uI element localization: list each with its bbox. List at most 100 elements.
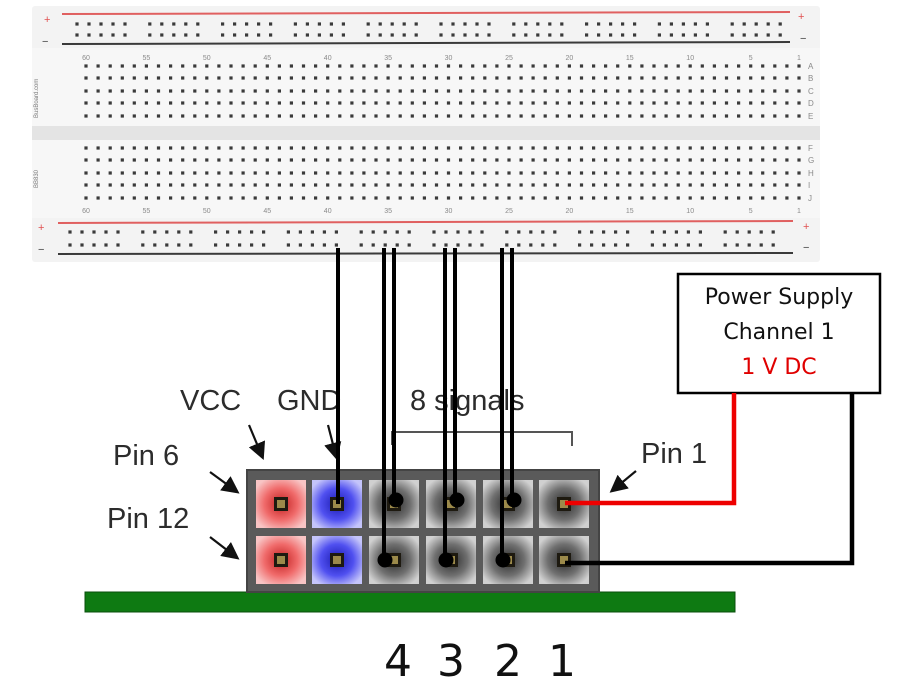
breadboard-hole-F50[interactable] <box>205 146 209 150</box>
breadboard-hole-J21[interactable] <box>555 196 559 200</box>
breadboard-hole-H45[interactable] <box>265 171 269 175</box>
rail-hole[interactable] <box>602 243 606 247</box>
rail-hole[interactable] <box>578 243 582 247</box>
breadboard-hole-B21[interactable] <box>555 76 559 80</box>
breadboard-hole-C7[interactable] <box>724 89 729 93</box>
breadboard-hole-A40[interactable] <box>326 64 330 68</box>
breadboard-hole-A29[interactable] <box>459 64 463 68</box>
breadboard-hole-B30[interactable] <box>446 76 451 80</box>
breadboard-hole-J41[interactable] <box>314 196 318 200</box>
breadboard-hole-G55[interactable] <box>144 158 148 162</box>
breadboard-hole-C52[interactable] <box>181 89 185 93</box>
rail-hole[interactable] <box>111 22 115 26</box>
breadboard-hole-F51[interactable] <box>193 146 197 150</box>
breadboard-hole-I21[interactable] <box>555 183 559 187</box>
breadboard-hole-C15[interactable] <box>628 89 632 93</box>
breadboard-hole-I8[interactable] <box>712 183 716 187</box>
breadboard-hole-E5[interactable] <box>749 114 753 118</box>
breadboard-hole-D20[interactable] <box>567 101 571 105</box>
breadboard-hole-D49[interactable] <box>217 101 221 105</box>
breadboard-hole-E24[interactable] <box>519 114 523 118</box>
breadboard-hole-C50[interactable] <box>205 89 209 93</box>
breadboard-hole-C51[interactable] <box>193 89 197 93</box>
breadboard-hole-J16[interactable] <box>616 196 620 200</box>
breadboard-hole-I50[interactable] <box>205 183 209 187</box>
breadboard-hole-D1[interactable] <box>797 101 801 105</box>
breadboard-hole-J48[interactable] <box>229 196 233 200</box>
breadboard-hole-I16[interactable] <box>616 183 620 187</box>
breadboard-hole-J18[interactable] <box>592 196 596 200</box>
breadboard-hole-F35[interactable] <box>386 146 390 150</box>
rail-hole[interactable] <box>541 243 545 247</box>
breadboard-hole-C11[interactable] <box>676 89 680 93</box>
breadboard-hole-J1[interactable] <box>797 196 801 200</box>
rail-hole[interactable] <box>585 33 589 37</box>
breadboard-hole-D47[interactable] <box>241 101 245 105</box>
rail-hole[interactable] <box>341 22 345 26</box>
breadboard-hole-E32[interactable] <box>422 114 426 118</box>
breadboard-hole-A49[interactable] <box>217 64 221 68</box>
breadboard-hole-J35[interactable] <box>386 196 390 200</box>
breadboard-hole-C36[interactable] <box>374 89 378 93</box>
breadboard-hole-E13[interactable] <box>652 114 656 118</box>
breadboard-hole-F28[interactable] <box>471 146 475 150</box>
rail-hole[interactable] <box>390 33 394 37</box>
breadboard-hole-D42[interactable] <box>301 101 306 105</box>
breadboard-hole-I51[interactable] <box>193 183 197 187</box>
breadboard-hole-J23[interactable] <box>531 196 535 200</box>
breadboard-hole-C34[interactable] <box>398 89 402 93</box>
rail-hole[interactable] <box>116 230 120 234</box>
breadboard-hole-J6[interactable] <box>737 196 741 200</box>
breadboard-hole-G47[interactable] <box>241 158 245 162</box>
breadboard-hole-C58[interactable] <box>108 89 112 93</box>
breadboard-hole-J53[interactable] <box>169 196 173 200</box>
breadboard-hole-I46[interactable] <box>253 183 257 187</box>
breadboard-hole-J31[interactable] <box>434 196 439 200</box>
breadboard-hole-H6[interactable] <box>737 171 741 175</box>
breadboard-hole-F4[interactable] <box>761 146 765 150</box>
breadboard-hole-A30[interactable] <box>446 64 451 68</box>
breadboard-hole-H57[interactable] <box>120 171 124 175</box>
breadboard-hole-H58[interactable] <box>108 171 112 175</box>
rail-hole[interactable] <box>597 33 601 37</box>
rail-hole[interactable] <box>669 33 673 37</box>
rail-hole[interactable] <box>463 22 467 26</box>
breadboard-hole-I19[interactable] <box>579 183 584 187</box>
breadboard-hole-D21[interactable] <box>555 101 559 105</box>
breadboard-hole-A51[interactable] <box>193 64 197 68</box>
breadboard-hole-G27[interactable] <box>483 158 487 162</box>
rail-hole[interactable] <box>226 243 230 247</box>
breadboard-hole-F31[interactable] <box>434 146 439 150</box>
breadboard-hole-I2[interactable] <box>785 183 789 187</box>
rail-hole[interactable] <box>730 22 734 26</box>
breadboard-hole-C32[interactable] <box>422 89 426 93</box>
rail-hole[interactable] <box>451 33 455 37</box>
rail-hole[interactable] <box>184 33 188 37</box>
breadboard-hole-E28[interactable] <box>471 114 475 118</box>
breadboard-hole-H11[interactable] <box>676 171 680 175</box>
rail-hole[interactable] <box>262 230 266 234</box>
rail-hole[interactable] <box>141 230 145 234</box>
breadboard-hole-D57[interactable] <box>120 101 124 105</box>
rail-hole[interactable] <box>585 22 589 26</box>
breadboard-hole-D25[interactable] <box>507 101 511 105</box>
breadboard-hole-D29[interactable] <box>459 101 463 105</box>
breadboard-hole-A12[interactable] <box>664 64 668 68</box>
breadboard-hole-D54[interactable] <box>156 101 161 105</box>
breadboard-hole-A7[interactable] <box>724 64 729 68</box>
rail-hole[interactable] <box>759 243 763 247</box>
breadboard-hole-B47[interactable] <box>241 76 245 80</box>
breadboard-hole-A26[interactable] <box>495 64 499 68</box>
breadboard-hole-B25[interactable] <box>507 76 511 80</box>
breadboard-hole-E52[interactable] <box>181 114 185 118</box>
breadboard-hole-B14[interactable] <box>640 76 644 80</box>
breadboard-hole-G22[interactable] <box>543 158 547 162</box>
breadboard-hole-E6[interactable] <box>737 114 741 118</box>
breadboard-hole-D39[interactable] <box>338 101 342 105</box>
breadboard-hole-I14[interactable] <box>640 183 644 187</box>
breadboard-hole-I20[interactable] <box>567 183 571 187</box>
breadboard-hole-I10[interactable] <box>688 183 692 187</box>
breadboard-hole-I18[interactable] <box>592 183 596 187</box>
breadboard-hole-D24[interactable] <box>519 101 523 105</box>
breadboard-hole-G20[interactable] <box>567 158 571 162</box>
